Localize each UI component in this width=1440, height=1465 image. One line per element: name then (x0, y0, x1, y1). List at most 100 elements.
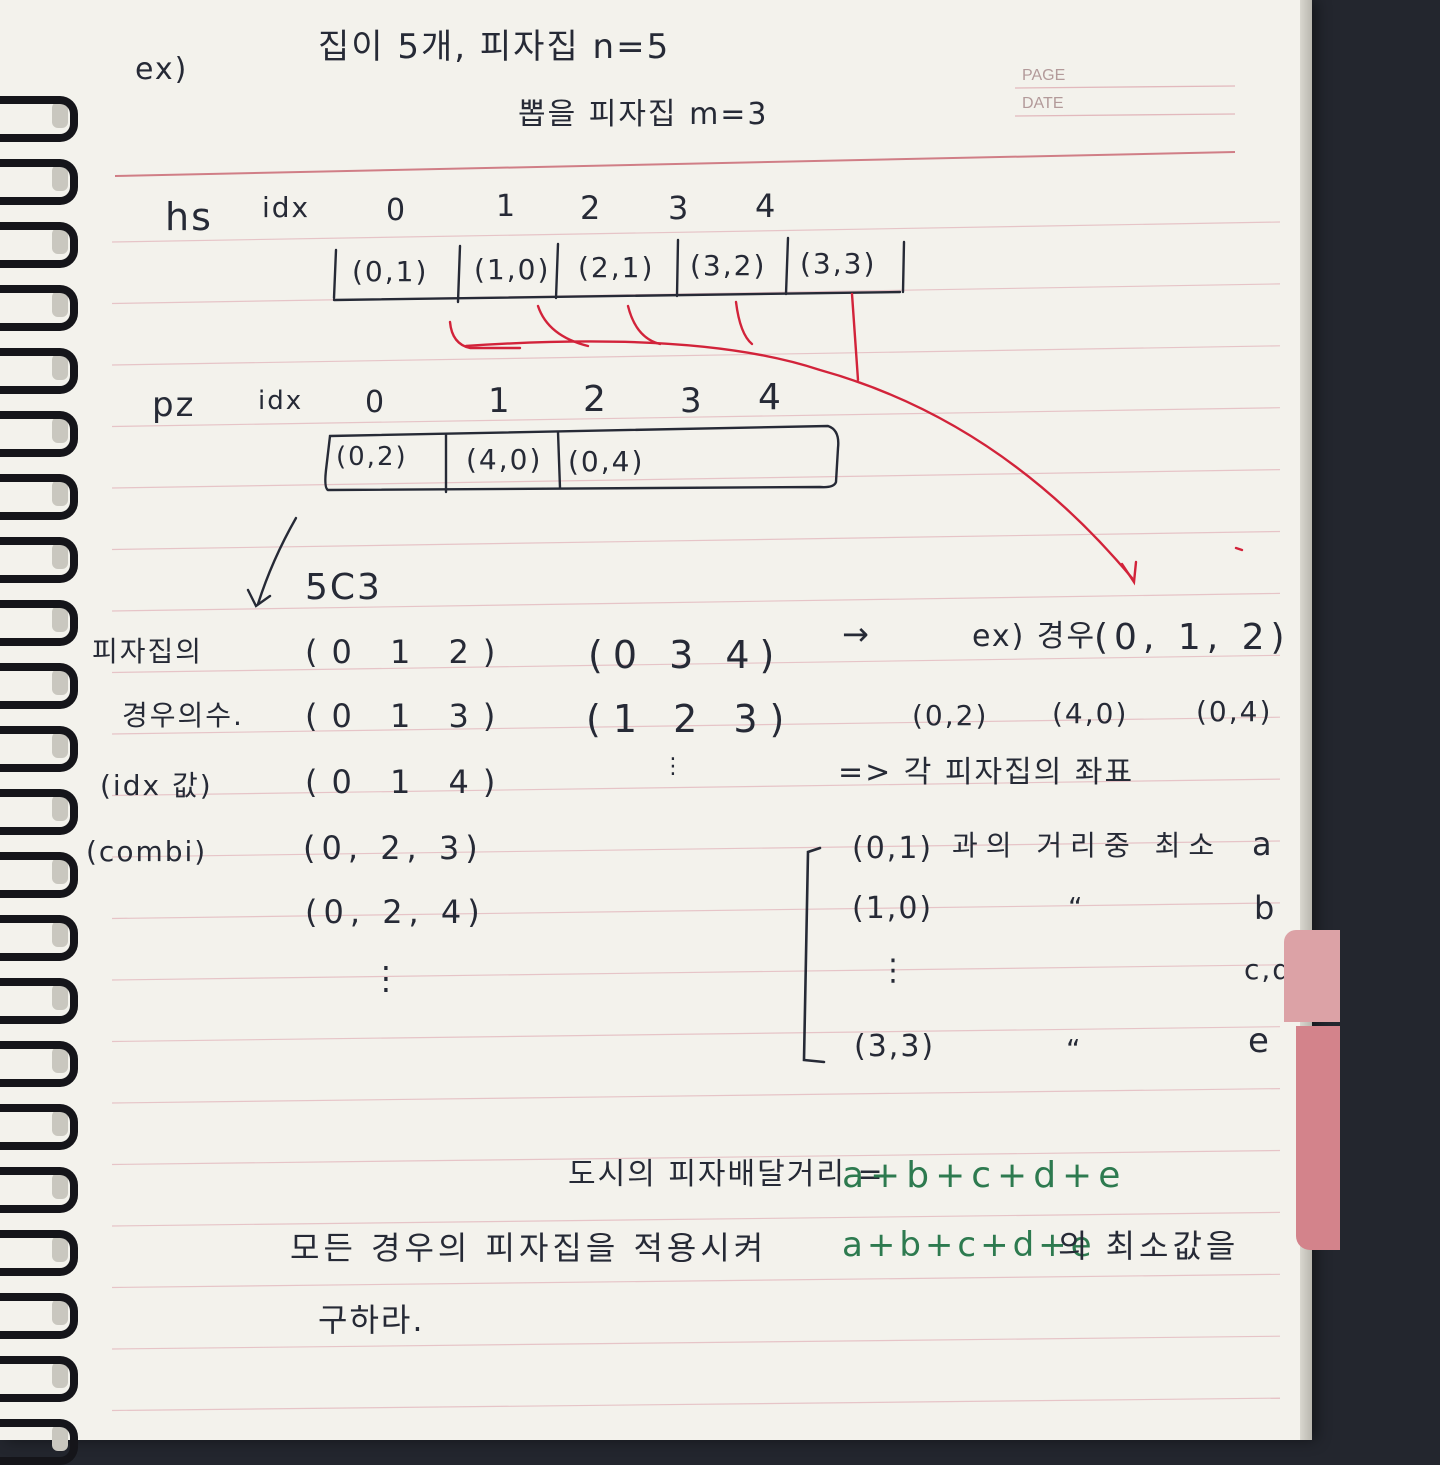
pz-cell: (0,2) (336, 442, 408, 472)
row-letter: b (1254, 889, 1277, 927)
combo-a: (0, 2, 4) (305, 893, 486, 931)
rule-line (111, 469, 1281, 489)
pz-index: 1 (488, 381, 512, 421)
pz-table-outline (324, 424, 840, 494)
rule-line (111, 1335, 1281, 1350)
combo-b: (0 3 4) (588, 633, 785, 677)
hs-idx-label: idx (262, 191, 311, 224)
coord: (4,0) (1052, 697, 1129, 730)
ink-drawings (246, 236, 1244, 1064)
row-letter: e (1248, 1021, 1271, 1061)
hs-cell: (3,2) (690, 249, 767, 282)
row-point: (1,0) (852, 891, 934, 926)
pz-label: pz (152, 385, 196, 425)
hs-cell: (0,1) (352, 255, 429, 288)
pz-index: 0 (365, 385, 387, 420)
binding-coil (0, 1293, 78, 1339)
binding-coil (0, 537, 78, 583)
rule-line (111, 1026, 1281, 1043)
hs-cell: (3,3) (800, 247, 877, 280)
hs-index: 4 (755, 187, 778, 225)
binding-coil (0, 159, 78, 205)
red-connector (448, 292, 1244, 586)
combo-a: (0, 2, 3) (303, 829, 484, 867)
footer-line-2-prefix: 모든 경우의 피자집을 적용시켜 (290, 1229, 768, 1267)
row-point: (0,1) (852, 831, 934, 866)
binding-coil (0, 1230, 78, 1276)
row-text: “ (1066, 1033, 1083, 1066)
notebook-page: PAGE DATE ex) 집이 5개, 피자집 n=5 뽑을 피자집 m=3 … (0, 0, 1340, 1465)
footer-line-1-formula: a+b+c+d+e (842, 1155, 1127, 1196)
row-text: “ (1068, 891, 1085, 924)
pz-index: 4 (758, 377, 783, 418)
ruled-lines (111, 85, 1281, 1412)
rule-line (111, 1273, 1281, 1289)
binding-coil (0, 1041, 78, 1087)
rule-line (111, 1088, 1281, 1104)
rule-line (111, 1149, 1281, 1166)
binding-coil (0, 789, 78, 835)
binding-coil (0, 600, 78, 646)
binding-coil (0, 1356, 78, 1402)
footer-line-2-formula: a+b+c+d+e (842, 1225, 1096, 1265)
binding-coil (0, 474, 78, 520)
binding-coil (0, 1104, 78, 1150)
arrow-icon: → (842, 615, 871, 653)
footer-line-3: 구하라. (318, 1301, 425, 1339)
binding-coil (0, 915, 78, 961)
rule-line (111, 221, 1281, 243)
rule-line (111, 902, 1281, 920)
row-point: ⋮ (878, 953, 910, 988)
bracket (802, 846, 826, 1064)
coords-caption: => 각 피자집의 좌표 (838, 755, 1135, 790)
pz-cell: (0,4) (568, 445, 645, 478)
ncr-label: 5C3 (305, 567, 382, 608)
hs-index: 2 (580, 189, 603, 227)
rule-line (111, 530, 1281, 551)
combo-a: ⋮ (370, 959, 404, 997)
coord: (0,4) (1196, 695, 1273, 728)
case-label: ex) 경우 (972, 619, 1097, 654)
pz-idx-label: idx (258, 386, 304, 416)
row-letter: a (1252, 825, 1274, 863)
rule-line (111, 345, 1281, 366)
binding-coil (0, 978, 78, 1024)
pz-index: 3 (680, 381, 704, 421)
hs-table-outline (332, 236, 906, 304)
side-label: (combi) (86, 835, 208, 868)
rule-line (111, 840, 1281, 858)
row-text: 과의 거리중 최소 (952, 829, 1223, 862)
down-arrow-icon (246, 516, 298, 608)
page-tab-light (1284, 930, 1340, 1022)
rule-line (111, 654, 1281, 674)
side-label: (idx 값) (100, 769, 213, 802)
hs-label: hs (165, 195, 213, 239)
hs-index: 0 (386, 193, 408, 228)
rule-line (111, 1397, 1281, 1412)
rule-line (111, 1211, 1281, 1227)
case-value: (0, 1, 2) (1094, 617, 1291, 658)
pz-index: 2 (583, 379, 608, 420)
combo-a: (0 1 4) (305, 763, 510, 801)
binding-coil (0, 222, 78, 268)
rule-line (111, 778, 1281, 797)
binding-coil (0, 726, 78, 772)
row-point: (3,3) (854, 1029, 936, 1064)
binding-coil (0, 285, 78, 331)
footer-line-1-prefix: 도시의 피자배달거리 = (568, 1157, 885, 1192)
date-label: DATE (1022, 95, 1064, 112)
hs-index: 3 (668, 189, 691, 227)
side-label: 피자집의 (92, 635, 204, 668)
combo-a: (0 1 3) (305, 697, 510, 735)
hs-cell: (2,1) (578, 251, 655, 284)
binding-coil (0, 411, 78, 457)
binding-coil (0, 348, 78, 394)
pz-cell: (4,0) (466, 443, 543, 476)
rule-line (111, 964, 1281, 981)
binding-coil (0, 1167, 78, 1213)
rule-line (111, 716, 1281, 735)
hs-cell: (1,0) (474, 253, 551, 286)
ex-label: ex) (135, 52, 189, 87)
rule-line (111, 592, 1281, 612)
rule-line (111, 407, 1281, 428)
